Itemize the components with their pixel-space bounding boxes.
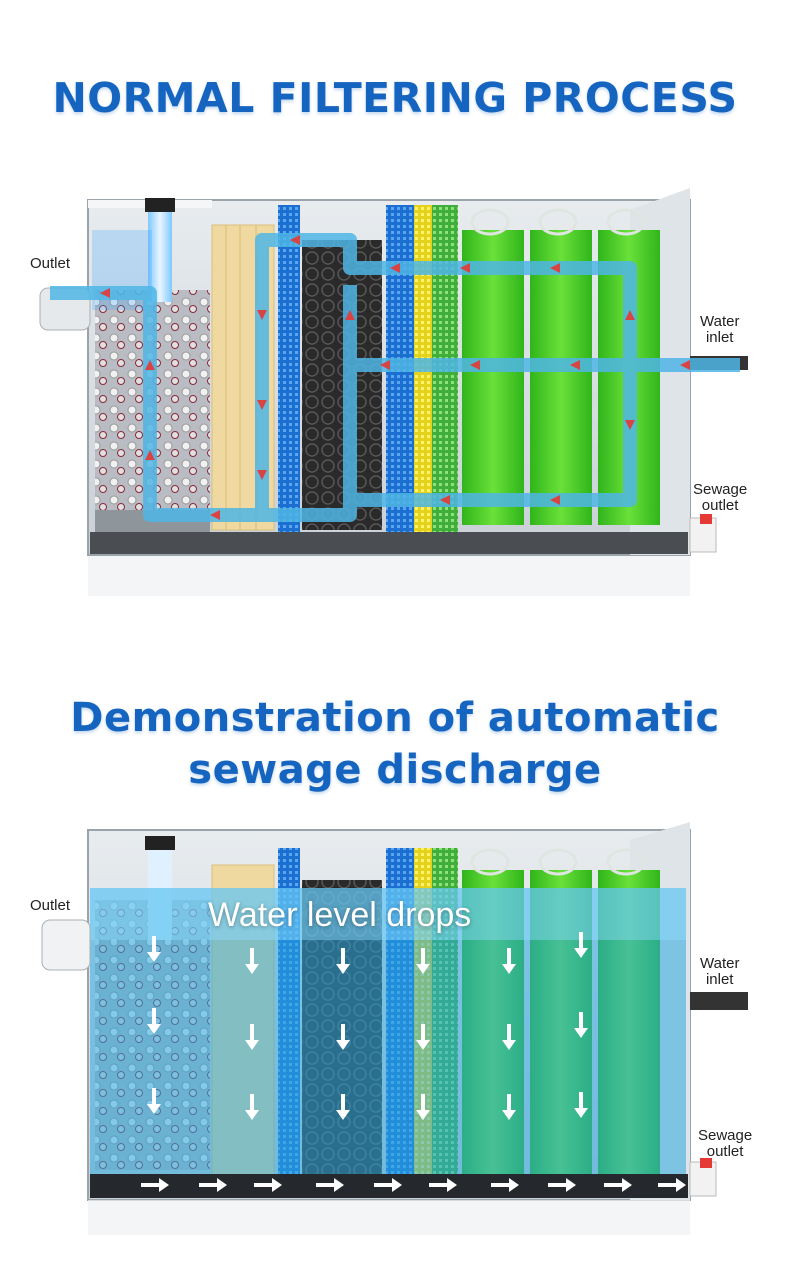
water-level-drops-text: Water level drops	[208, 896, 472, 934]
label-outlet-2: Outlet	[30, 897, 71, 914]
label-sewage-outlet-1-line2: outlet	[701, 497, 739, 514]
label-outlet-1: Outlet	[30, 255, 71, 272]
label-sewage-outlet-2-line2: outlet	[706, 1143, 744, 1160]
label-water-inlet-2: Water inlet	[700, 956, 739, 988]
label-water-inlet-2-line2: inlet	[705, 971, 734, 988]
title-sewage-discharge-line2: sewage discharge	[188, 747, 602, 793]
diagram-sewage-discharge	[0, 810, 748, 1235]
label-water-inlet-1: Water inlet	[700, 314, 739, 346]
title-sewage-discharge-line1: Demonstration of automatic	[70, 695, 720, 741]
label-sewage-outlet-1-line1: Sewage	[693, 481, 748, 498]
label-water-inlet-1-line1: Water	[700, 313, 740, 330]
title-normal-filtering: NORMAL FILTERING PROCESS	[52, 74, 738, 122]
label-sewage-outlet-2: Sewage outlet	[698, 1128, 752, 1160]
label-sewage-outlet-2-line1: Sewage	[698, 1127, 753, 1144]
diagram-normal-filtering	[39, 188, 748, 596]
label-water-inlet-2-line1: Water	[700, 955, 740, 972]
label-water-inlet-1-line2: inlet	[705, 329, 734, 346]
title-sewage-discharge: Demonstration of automatic sewage discha…	[0, 692, 790, 796]
label-sewage-outlet-1: Sewage outlet	[693, 482, 747, 514]
